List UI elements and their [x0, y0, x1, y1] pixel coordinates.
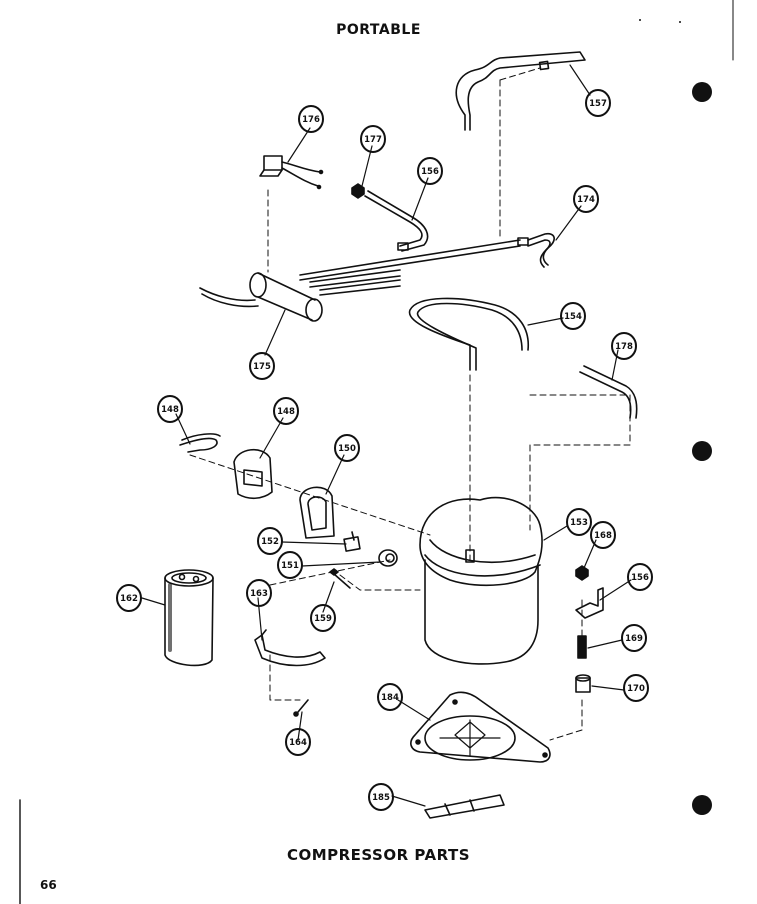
- callout-148-cover: 148: [273, 397, 299, 425]
- tube-156-upper: [364, 190, 429, 252]
- bracket-156: [575, 587, 604, 619]
- callout-164: 164: [285, 728, 311, 756]
- callout-151: 151: [277, 551, 303, 579]
- assembly-dashed-lines: [189, 67, 631, 741]
- base-plate-184: [410, 691, 551, 763]
- svg-text:184: 184: [381, 693, 399, 703]
- svg-text:175: 175: [253, 362, 271, 372]
- page-title: PORTABLE: [336, 22, 421, 38]
- compressor-153: [419, 496, 543, 665]
- capacitor-162: [164, 569, 214, 667]
- svg-text:169: 169: [625, 634, 643, 644]
- section-title: COMPRESSOR PARTS: [286, 846, 471, 864]
- svg-text:176: 176: [302, 115, 320, 125]
- accumulator-175: [199, 232, 555, 322]
- callout-185: 185: [368, 783, 394, 811]
- svg-text:156: 156: [421, 167, 439, 177]
- callout-150: 150: [334, 434, 360, 462]
- svg-text:151: 151: [281, 561, 299, 571]
- tube-154: [408, 297, 530, 371]
- spring-169: [577, 635, 587, 659]
- callout-178: 178: [611, 332, 637, 360]
- svg-text:174: 174: [577, 195, 595, 205]
- svg-text:164: 164: [289, 738, 307, 748]
- svg-text:185: 185: [372, 793, 390, 803]
- svg-text:152: 152: [261, 537, 279, 547]
- svg-text:178: 178: [615, 342, 633, 352]
- callout-156-lower: 156: [627, 563, 653, 591]
- callout-154: 154: [560, 302, 586, 330]
- callout-177: 177: [360, 125, 386, 153]
- callout-176: 176: [298, 105, 324, 133]
- callout-159: 159: [310, 604, 336, 632]
- svg-text:148: 148: [161, 405, 179, 415]
- tube-157: [455, 51, 586, 131]
- svg-text:156: 156: [631, 573, 649, 583]
- callout-148-clip: 148: [157, 395, 183, 423]
- tube-178: [579, 365, 638, 419]
- grommet-151: [378, 549, 398, 567]
- callout-170: 170: [623, 674, 649, 702]
- svg-text:153: 153: [570, 518, 588, 528]
- svg-text:162: 162: [120, 594, 138, 604]
- callout-174: 174: [573, 185, 599, 213]
- svg-text:168: 168: [594, 531, 612, 541]
- svg-text:150: 150: [338, 444, 356, 454]
- screw-159: [329, 568, 351, 589]
- nut-168: [575, 565, 589, 581]
- leader-lines: [141, 64, 632, 807]
- callout-157: 157: [585, 89, 611, 117]
- callout-156-upper: 156: [417, 157, 443, 185]
- svg-text:157: 157: [589, 99, 607, 109]
- callout-162: 162: [116, 584, 142, 612]
- callout-153: 153: [566, 508, 592, 536]
- cover-149: [233, 449, 273, 500]
- page-number: 66: [40, 878, 57, 892]
- svg-text:170: 170: [627, 684, 645, 694]
- callout-152: 152: [257, 527, 283, 555]
- svg-text:148: 148: [277, 407, 295, 417]
- svg-text:154: 154: [564, 312, 582, 322]
- terminal-176: [259, 155, 324, 190]
- bracket-163: [254, 629, 326, 667]
- callout-163: 163: [246, 579, 272, 607]
- svg-text:177: 177: [364, 135, 382, 145]
- clip-148: [179, 433, 221, 453]
- margin-marks: [19, 0, 734, 904]
- strip-185: [424, 794, 505, 819]
- gasket-150: [299, 486, 335, 539]
- nut-177: [351, 183, 365, 199]
- callout-175: 175: [249, 352, 275, 380]
- overload-152: [343, 531, 361, 552]
- svg-text:163: 163: [250, 589, 268, 599]
- grommet-170: [575, 674, 591, 693]
- callout-168: 168: [590, 521, 616, 549]
- callout-184: 184: [377, 683, 403, 711]
- callout-169: 169: [621, 624, 647, 652]
- svg-text:159: 159: [314, 614, 332, 624]
- screw-164: [293, 699, 309, 717]
